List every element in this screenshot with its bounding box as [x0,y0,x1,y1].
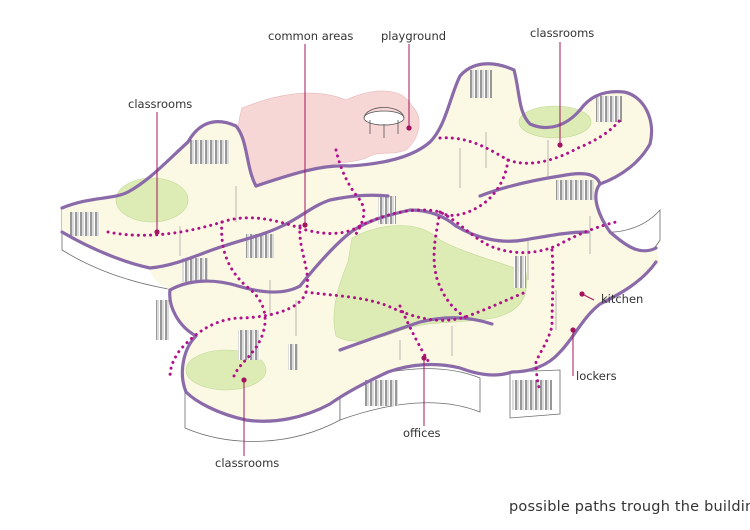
label-classrooms-top-right: classrooms [530,26,594,40]
label-classrooms-bottom: classrooms [215,456,279,470]
room-partitions [179,132,591,360]
label-kitchen: kitchen [601,292,643,306]
label-playground: playground [381,29,446,43]
diagram-caption: possible paths trough the building [509,499,750,515]
leader-dots [154,125,585,383]
label-offices: offices [403,426,441,440]
leader-lines [156,42,595,456]
label-classrooms-left: classrooms [128,97,192,111]
windows [70,70,622,410]
label-common-areas: common areas [268,29,353,43]
circulation-paths [106,118,622,394]
playground-gazebo [363,107,405,138]
label-lockers: lockers [576,369,617,383]
wall-outlines [60,62,658,423]
